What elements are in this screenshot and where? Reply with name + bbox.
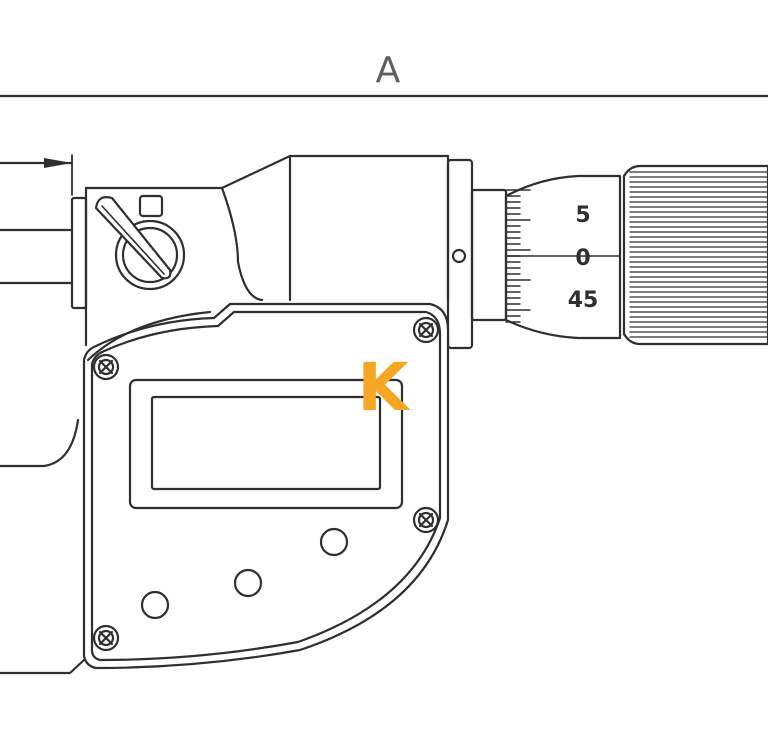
screw-bottom-right: [412, 506, 440, 534]
screws: [92, 316, 440, 652]
thimble: [504, 174, 622, 340]
callout-label-k: K: [357, 349, 411, 426]
screw-bottom-left: [92, 624, 120, 652]
frame-lower-left: [0, 418, 86, 675]
button-left: [140, 590, 170, 620]
scale-label-5: 5: [575, 203, 590, 228]
lcd-window: [128, 378, 404, 510]
screw-top-left: [92, 353, 120, 381]
ratchet-knob: [622, 164, 768, 346]
dimension-label-a: A: [376, 50, 401, 91]
scale-label-45: 45: [568, 288, 599, 313]
button-right: [319, 527, 349, 557]
spindle: [0, 154, 88, 310]
scale-label-0: 0: [575, 246, 590, 271]
micrometer-head: [84, 154, 508, 350]
lock-lever: [94, 194, 186, 291]
screw-top-right: [412, 316, 440, 344]
button-middle: [233, 568, 263, 598]
